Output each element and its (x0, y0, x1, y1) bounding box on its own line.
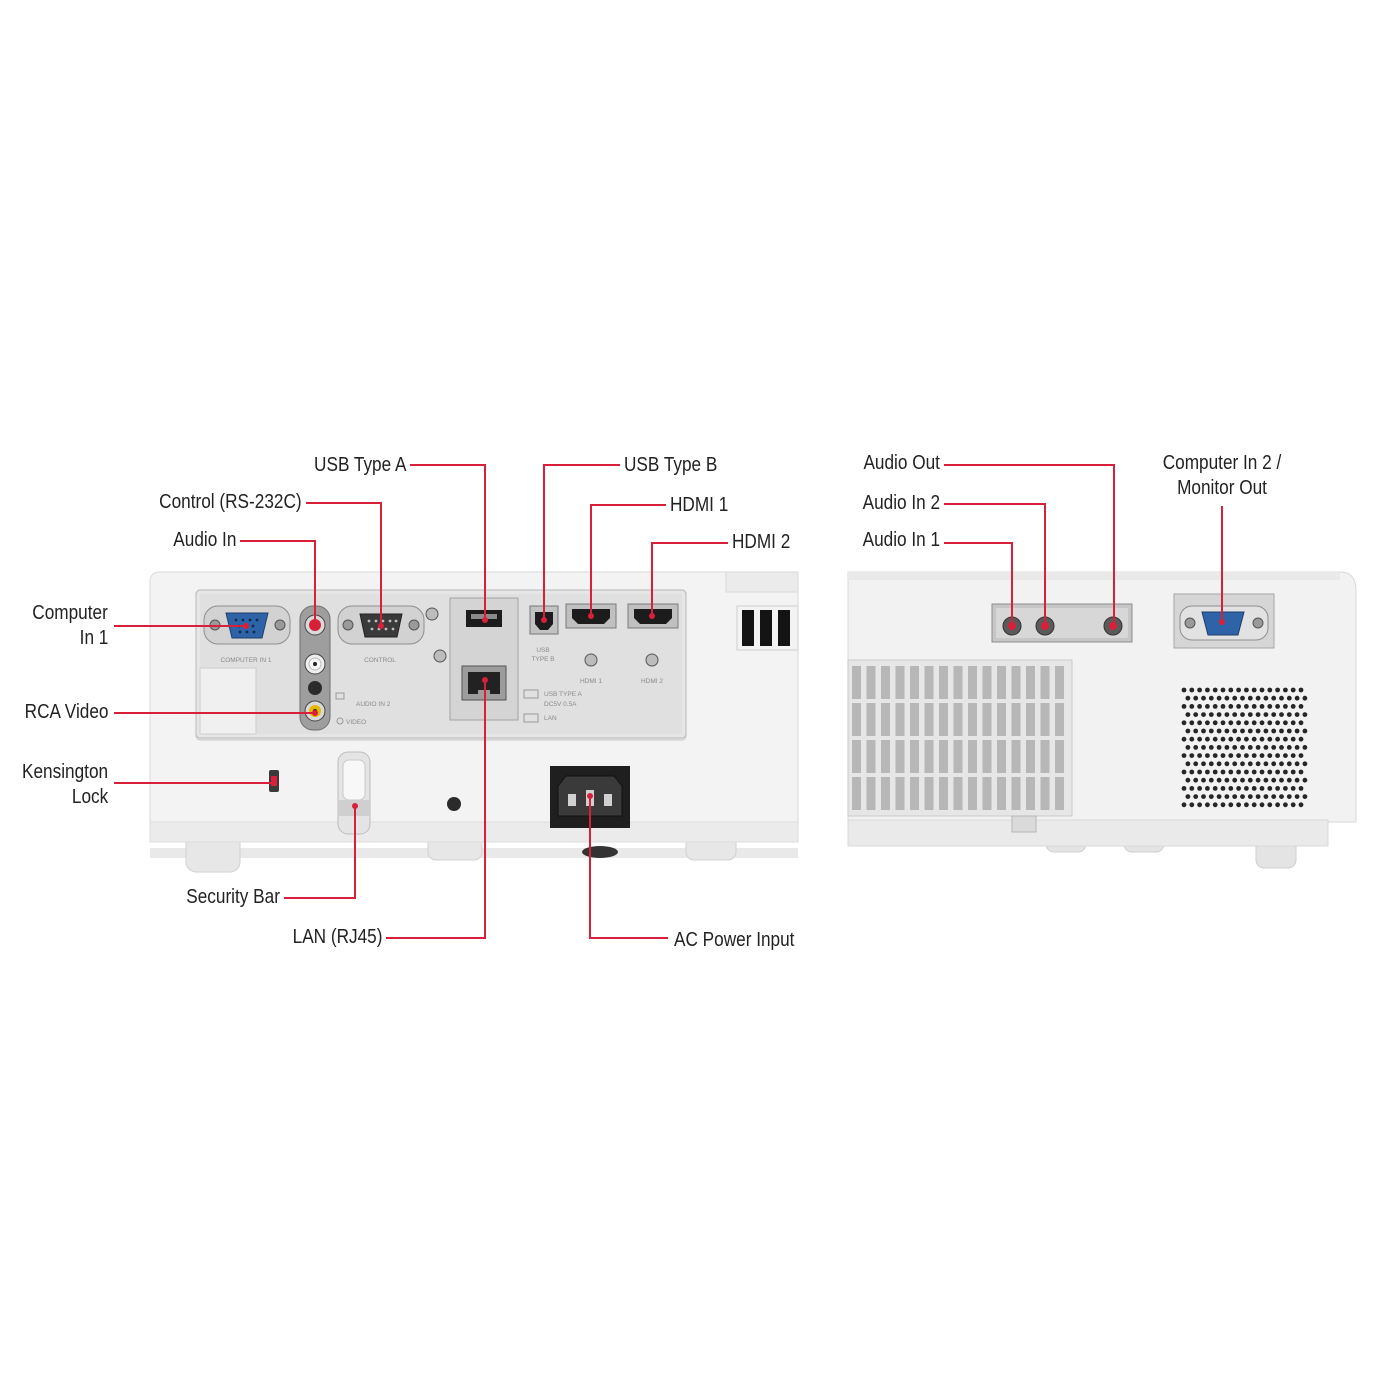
label-hdmi-2: HDMI 2 (732, 531, 791, 553)
label-audio-in-1: Audio In 1 (862, 529, 940, 551)
rear-view: COMPUTER IN 1 AUDIO IN 2 VIDEO (149, 571, 799, 873)
print-audio-in-2: AUDIO IN 2 (356, 701, 391, 708)
leader-lines (114, 464, 1223, 939)
print-computer-in-1: COMPUTER IN 1 (221, 657, 272, 664)
side-speaker-holes (1181, 687, 1308, 808)
label-ac-power-input: AC Power Input (674, 929, 795, 951)
side-view (847, 571, 1357, 869)
label-usb-type-b: USB Type B (624, 454, 718, 476)
print-usb-b-1: USB (536, 647, 549, 654)
rear-vent (742, 610, 790, 646)
label-usb-type-a: USB Type A (313, 454, 406, 476)
side-audio-panel (991, 603, 1133, 643)
leader-dots (243, 613, 1225, 809)
label-audio-in-2: Audio In 2 (862, 492, 940, 514)
label-hdmi-1: HDMI 1 (670, 494, 729, 516)
label-computer-in-1-line1: Computer (32, 602, 108, 624)
print-usb-a-1: USB TYPE A (544, 691, 582, 698)
rca-column (299, 605, 331, 731)
print-hdmi-2: HDMI 2 (641, 678, 663, 685)
label-computer-in-2-line2: Monitor Out (1177, 477, 1267, 499)
label-security-bar: Security Bar (186, 886, 280, 908)
print-lan: LAN (544, 715, 557, 722)
label-lan-rj45: LAN (RJ45) (292, 926, 382, 948)
print-usb-a-2: DC5V 0.5A (544, 701, 577, 708)
label-computer-in-1-line2: In 1 (79, 627, 108, 649)
label-computer-in-2-line1: Computer In 2 / (1162, 452, 1282, 474)
print-video: VIDEO (346, 719, 366, 726)
label-audio-out: Audio Out (863, 452, 940, 474)
print-usb-b-2: TYPE B (531, 656, 554, 663)
label-kensington-line1: Kensington (21, 761, 108, 783)
print-control: CONTROL (364, 657, 396, 664)
label-kensington-line2: Lock (71, 786, 108, 808)
label-control-rs232c: Control (RS-232C) (159, 491, 302, 513)
print-hdmi-1: HDMI 1 (580, 678, 602, 685)
label-audio-in: Audio In (172, 529, 236, 551)
label-rca-video: RCA Video (24, 701, 108, 723)
side-grille (847, 659, 1073, 833)
